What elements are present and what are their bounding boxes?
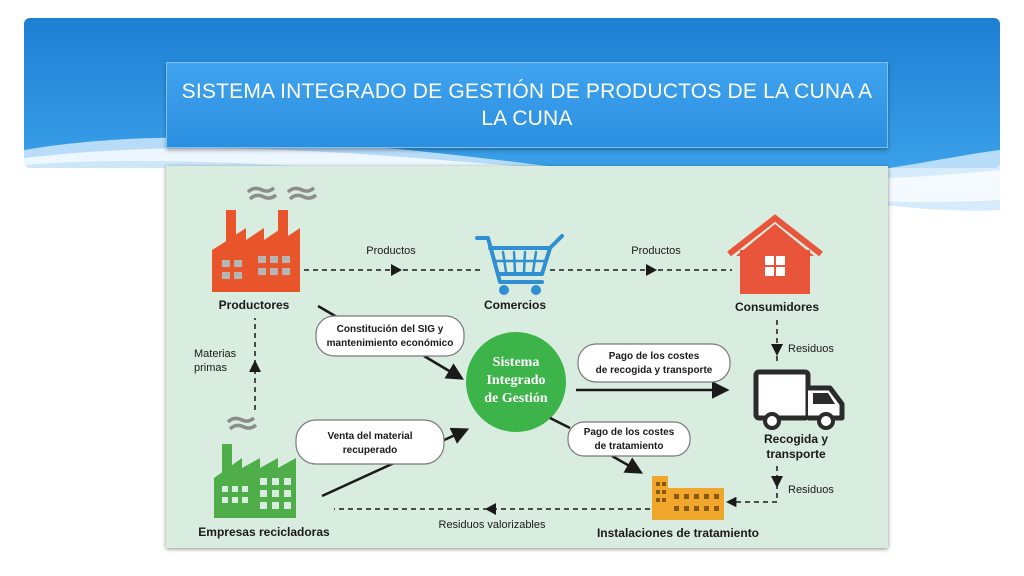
treatment-plant-icon (652, 476, 724, 520)
flow-arrowhead (485, 503, 496, 515)
callout-pago-tratamiento-line1: Pago de los costes (584, 427, 675, 438)
callout-constitucion: Constitución del SIG y mantenimiento eco… (315, 315, 465, 357)
callout-constitucion-line2: mantenimiento económico (327, 338, 454, 349)
label-residuos-2: Residuos (788, 484, 834, 496)
flow-arrowhead (771, 476, 783, 488)
flow-arrowhead (646, 264, 657, 276)
callout-venta-line2: recuperado (343, 445, 397, 456)
flow-arrowhead (771, 344, 783, 356)
node-comercios: Comercios (484, 298, 546, 312)
callout-pago-tratamiento-line2: de tratamiento (595, 441, 664, 452)
label-productos-1: Productos (366, 245, 416, 257)
node-instalaciones: Instalaciones de tratamiento (597, 526, 759, 540)
callout-pago-recogida-line1: Pago de los costes (609, 351, 700, 362)
arrow-sig-callout (549, 416, 571, 430)
factory-icon (212, 186, 318, 292)
flow-arrowhead (249, 360, 261, 372)
sig-line1: Sistema (493, 355, 540, 370)
sig-line3: de Gestión (484, 391, 548, 406)
label-materias-line1: Materias (194, 348, 237, 360)
callout-venta-line1: Venta del material (327, 431, 412, 442)
sig-circle (466, 332, 566, 432)
arrow-to-sig (423, 354, 465, 380)
house-icon (727, 214, 823, 294)
node-productores: Productores (219, 298, 290, 312)
node-recogida-line1: Recogida y (764, 432, 828, 446)
sig-line2: Integrado (486, 373, 545, 388)
node-consumidores: Consumidores (735, 300, 819, 314)
arrow-to-instalaciones (611, 454, 644, 474)
slide-title: SISTEMA INTEGRADO DE GESTIÓN DE PRODUCTO… (181, 80, 873, 130)
truck-icon (753, 369, 845, 430)
title-box: SISTEMA INTEGRADO DE GESTIÓN DE PRODUCTO… (166, 62, 888, 148)
node-empresas: Empresas recicladoras (198, 525, 330, 539)
callout-pago-recogida-line2: de recogida y transporte (596, 365, 713, 376)
label-residuos-1: Residuos (788, 343, 834, 355)
callout-pago-recogida: Pago de los costes de recogida y transpo… (577, 343, 731, 383)
callout-venta: Venta del material recuperado (295, 419, 445, 465)
node-recogida-line2: transporte (766, 447, 826, 461)
label-materias-line2: primas (194, 362, 228, 374)
sig-diagram: Productores Comercios Consumidores Produ… (166, 166, 888, 548)
callout-constitucion-line1: Constitución del SIG y (337, 324, 444, 335)
callout-pago-tratamiento: Pago de los costes de tratamiento (567, 421, 691, 457)
recycling-plant-icon (214, 416, 296, 518)
shopping-cart-icon (475, 234, 564, 295)
label-residuos-valorizables: Residuos valorizables (439, 519, 546, 531)
flow-arrowhead (391, 264, 402, 276)
label-productos-2: Productos (631, 245, 681, 257)
